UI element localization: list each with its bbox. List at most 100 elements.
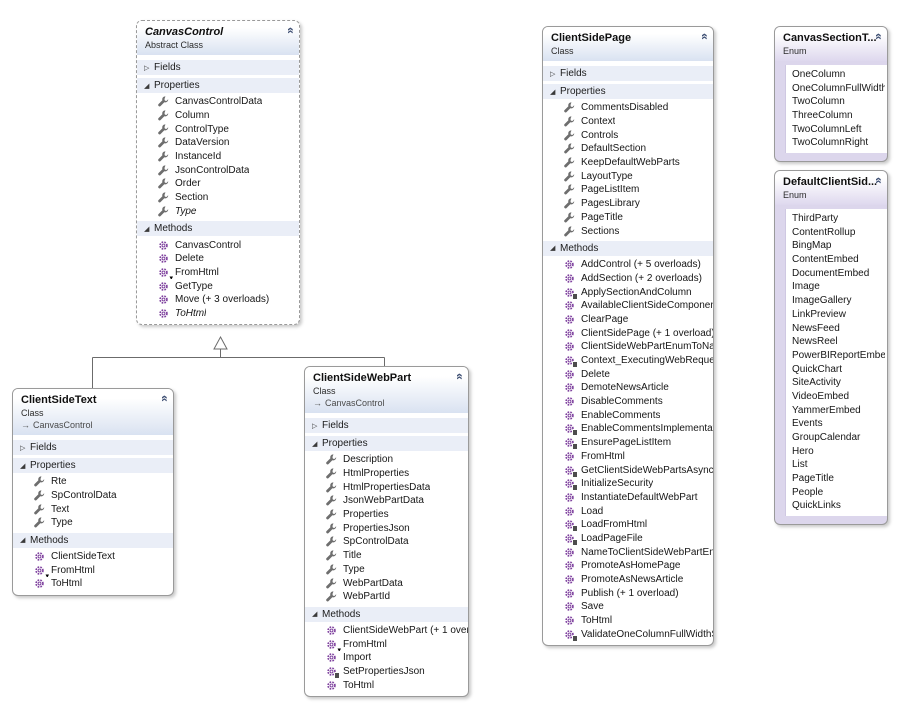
member-row[interactable]: PageListItem xyxy=(543,183,713,197)
section-header-properties[interactable]: ◢Properties xyxy=(137,78,299,93)
member-row[interactable]: CanvasControl xyxy=(137,238,299,252)
member-row[interactable]: LayoutType xyxy=(543,169,713,183)
collapse-chevron-icon[interactable]: « xyxy=(453,373,468,380)
section-header-properties[interactable]: ◢Properties xyxy=(305,436,468,451)
member-row[interactable]: ToHtml xyxy=(543,614,713,628)
enum-member[interactable]: OneColumn xyxy=(792,69,846,80)
section-header-properties[interactable]: ◢Properties xyxy=(543,84,713,99)
member-row[interactable]: SetPropertiesJson xyxy=(305,665,468,679)
member-row[interactable]: ToHtml xyxy=(13,577,173,591)
member-row[interactable]: Type xyxy=(13,516,173,530)
member-row[interactable]: Publish (+ 1 overload) xyxy=(543,586,713,600)
enum-member[interactable]: ImageGallery xyxy=(792,295,852,307)
member-row[interactable]: Properties xyxy=(305,508,468,522)
member-row[interactable]: Sections xyxy=(543,224,713,238)
member-row[interactable]: Save xyxy=(543,600,713,614)
member-row[interactable]: Text xyxy=(13,502,173,516)
member-row[interactable]: AvailableClientSideComponents (... xyxy=(543,299,713,313)
member-row[interactable]: DemoteNewsArticle xyxy=(543,381,713,395)
enum-member[interactable]: Image xyxy=(792,281,820,293)
section-header-methods[interactable]: ◢Methods xyxy=(305,606,468,622)
member-row[interactable]: ApplySectionAndColumn xyxy=(543,285,713,299)
member-row[interactable]: Delete xyxy=(543,367,713,381)
member-row[interactable]: ValidateOneColumnFullWidthSec... xyxy=(543,627,713,642)
member-row[interactable]: PromoteAsNewsArticle xyxy=(543,573,713,587)
section-header-methods[interactable]: ◢Methods xyxy=(543,240,713,256)
member-row[interactable]: Type xyxy=(305,563,468,577)
member-row[interactable]: Load xyxy=(543,504,713,518)
member-row[interactable]: Move (+ 3 overloads) xyxy=(137,293,299,307)
member-row[interactable]: ▾FromHtml xyxy=(13,563,173,577)
member-row[interactable]: PageTitle xyxy=(543,211,713,225)
member-row[interactable]: JsonControlData xyxy=(137,163,299,177)
enum-member[interactable]: OneColumnFullWidth xyxy=(792,82,885,94)
member-row[interactable]: ControlType xyxy=(137,122,299,136)
section-header-methods[interactable]: ◢Methods xyxy=(137,221,299,237)
member-row[interactable]: ▾FromHtml xyxy=(137,266,299,279)
enum-member[interactable]: ThreeColumn xyxy=(792,110,853,122)
member-row[interactable]: ToHtml xyxy=(137,307,299,321)
member-row[interactable]: InstantiateDefaultWebPart xyxy=(543,491,713,505)
section-header-fields[interactable]: ▷Fields xyxy=(305,418,468,433)
class-box-clientsidetext[interactable]: ClientSideText«Class→CanvasControl▷Field… xyxy=(12,388,174,596)
member-row[interactable]: WebPartData xyxy=(305,576,468,590)
enum-member[interactable]: People xyxy=(792,486,824,498)
member-row[interactable]: ClientSidePage (+ 1 overload) xyxy=(543,326,713,340)
section-header-methods[interactable]: ◢Methods xyxy=(13,532,173,548)
member-row[interactable]: DisableComments xyxy=(543,395,713,409)
member-row[interactable]: PromoteAsHomePage xyxy=(543,559,713,573)
member-row[interactable]: EnsurePageListItem xyxy=(543,436,713,450)
enum-member[interactable]: PageTitle xyxy=(792,473,834,485)
enum-member[interactable]: Hero xyxy=(792,445,814,457)
collapse-chevron-icon[interactable]: « xyxy=(158,395,173,402)
member-row[interactable]: Section xyxy=(137,191,299,205)
member-row[interactable]: HtmlPropertiesData xyxy=(305,480,468,494)
member-row[interactable]: InstanceId xyxy=(137,150,299,164)
enum-member[interactable]: Events xyxy=(792,418,823,430)
collapse-chevron-icon[interactable]: « xyxy=(872,33,887,40)
enum-member[interactable]: DocumentEmbed xyxy=(792,267,870,279)
enum-member[interactable]: TwoColumnLeft xyxy=(792,123,862,135)
enum-member[interactable]: NewsReel xyxy=(792,336,838,348)
member-row[interactable]: LoadFromHtml xyxy=(543,518,713,532)
member-row[interactable]: WebPartId xyxy=(305,590,468,604)
enum-member[interactable]: GroupCalendar xyxy=(792,432,861,443)
class-box-clientsidewebpart[interactable]: ClientSideWebPart«Class→CanvasControl▷Fi… xyxy=(304,366,469,697)
member-row[interactable]: ClientSideWebPartEnumToName xyxy=(543,340,713,354)
collapse-chevron-icon[interactable]: « xyxy=(284,27,299,34)
member-row[interactable]: Context_ExecutingWebRequest xyxy=(543,354,713,368)
member-row[interactable]: SpControlData xyxy=(305,535,468,549)
enum-member[interactable]: QuickLinks xyxy=(792,500,841,512)
member-row[interactable]: SpControlData xyxy=(13,489,173,503)
enum-member[interactable]: ThirdParty xyxy=(792,213,839,224)
enum-member[interactable]: PowerBIReportEmbed xyxy=(792,349,885,361)
member-row[interactable]: PagesLibrary xyxy=(543,197,713,211)
member-row[interactable]: DataVersion xyxy=(137,136,299,150)
collapse-chevron-icon[interactable]: « xyxy=(698,33,713,40)
member-row[interactable]: Controls xyxy=(543,128,713,142)
enum-member[interactable]: ContentEmbed xyxy=(792,254,859,266)
member-row[interactable]: NameToClientSideWebPartEnum xyxy=(543,545,713,559)
member-row[interactable]: GetType xyxy=(137,279,299,293)
member-row[interactable]: ClientSideWebPart (+ 1 overl... xyxy=(305,624,468,638)
section-header-properties[interactable]: ◢Properties xyxy=(13,458,173,473)
member-row[interactable]: AddControl (+ 5 overloads) xyxy=(543,258,713,272)
member-row[interactable]: PropertiesJson xyxy=(305,521,468,535)
member-row[interactable]: Order xyxy=(137,177,299,191)
enum-member[interactable]: YammerEmbed xyxy=(792,404,861,416)
collapse-chevron-icon[interactable]: « xyxy=(872,177,887,184)
member-row[interactable]: InitializeSecurity xyxy=(543,477,713,491)
enum-member[interactable]: SiteActivity xyxy=(792,377,841,389)
member-row[interactable]: Description xyxy=(305,453,468,467)
enum-member[interactable]: QuickChart xyxy=(792,363,843,375)
member-row[interactable]: HtmlProperties xyxy=(305,467,468,481)
member-row[interactable]: LoadPageFile xyxy=(543,532,713,546)
member-row[interactable]: Delete xyxy=(137,252,299,266)
member-row[interactable]: GetClientSideWebPartsAsync xyxy=(543,463,713,477)
member-row[interactable]: KeepDefaultWebParts xyxy=(543,156,713,170)
enum-member[interactable]: LinkPreview xyxy=(792,308,846,320)
enum-member[interactable]: TwoColumn xyxy=(792,96,845,108)
member-row[interactable]: Type xyxy=(137,205,299,219)
member-row[interactable]: DefaultSection xyxy=(543,142,713,156)
